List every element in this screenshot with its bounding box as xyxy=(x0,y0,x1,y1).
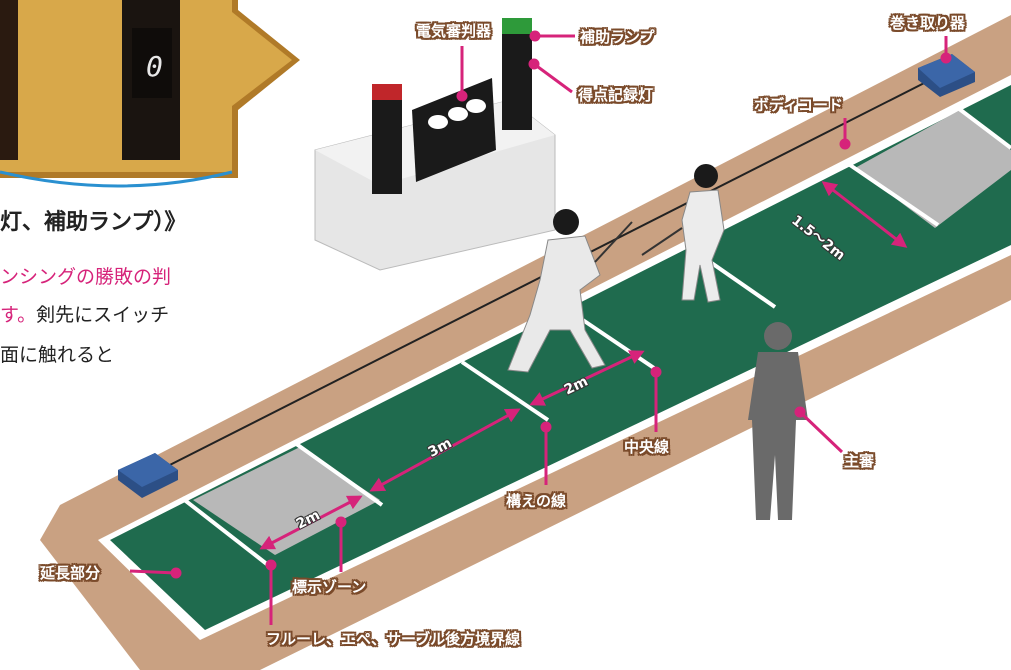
label-scoring-apparatus: 電気審判器 xyxy=(416,22,492,40)
label-score-lamp: 得点記録灯 xyxy=(578,86,654,104)
reel-icon xyxy=(118,54,975,498)
photo-inset xyxy=(0,0,300,188)
caption-line2: す。剣先にスイッチ xyxy=(0,300,169,327)
pointer-referee xyxy=(798,410,844,454)
caption-line1: ンシングの勝敗の判 xyxy=(0,266,172,288)
pointer-extension xyxy=(129,569,177,575)
pointer-score-lamp xyxy=(533,62,573,94)
label-reel: 巻き取り器 xyxy=(890,14,966,32)
label-center-line: 中央線 xyxy=(624,438,670,456)
fencer-left-icon xyxy=(507,209,633,373)
label-rear-limit: フルーレ、エペ、サーブル後方境界線 xyxy=(266,630,521,648)
label-referee: 主審 xyxy=(844,452,875,470)
referee-icon xyxy=(748,322,808,520)
center-guard-arrow xyxy=(529,350,645,406)
caption-line2-pink: す。 xyxy=(0,304,37,326)
photo-score-digit: 0 xyxy=(146,50,163,83)
label-aux-lamp: 補助ランプ xyxy=(580,28,655,46)
scoring-box-icon xyxy=(314,18,556,271)
width-arrow xyxy=(821,181,908,248)
fencer-right-icon xyxy=(641,164,725,303)
caption-line3: 面に触れると xyxy=(0,344,115,366)
caption-line2-black: 剣先にスイッチ xyxy=(36,304,170,326)
warning-zone-right xyxy=(855,110,1011,228)
label-extension: 延長部分 xyxy=(40,564,101,582)
label-warning-zone: 標示ゾーン xyxy=(292,578,367,596)
warning-zone-arrow xyxy=(259,495,363,550)
label-body-cord: ボディコード xyxy=(754,96,843,114)
guard-warning-arrow xyxy=(369,408,521,492)
caption-heading: 灯、補助ランプ）》 xyxy=(0,210,187,235)
label-en-garde-line: 構えの線 xyxy=(506,492,567,510)
